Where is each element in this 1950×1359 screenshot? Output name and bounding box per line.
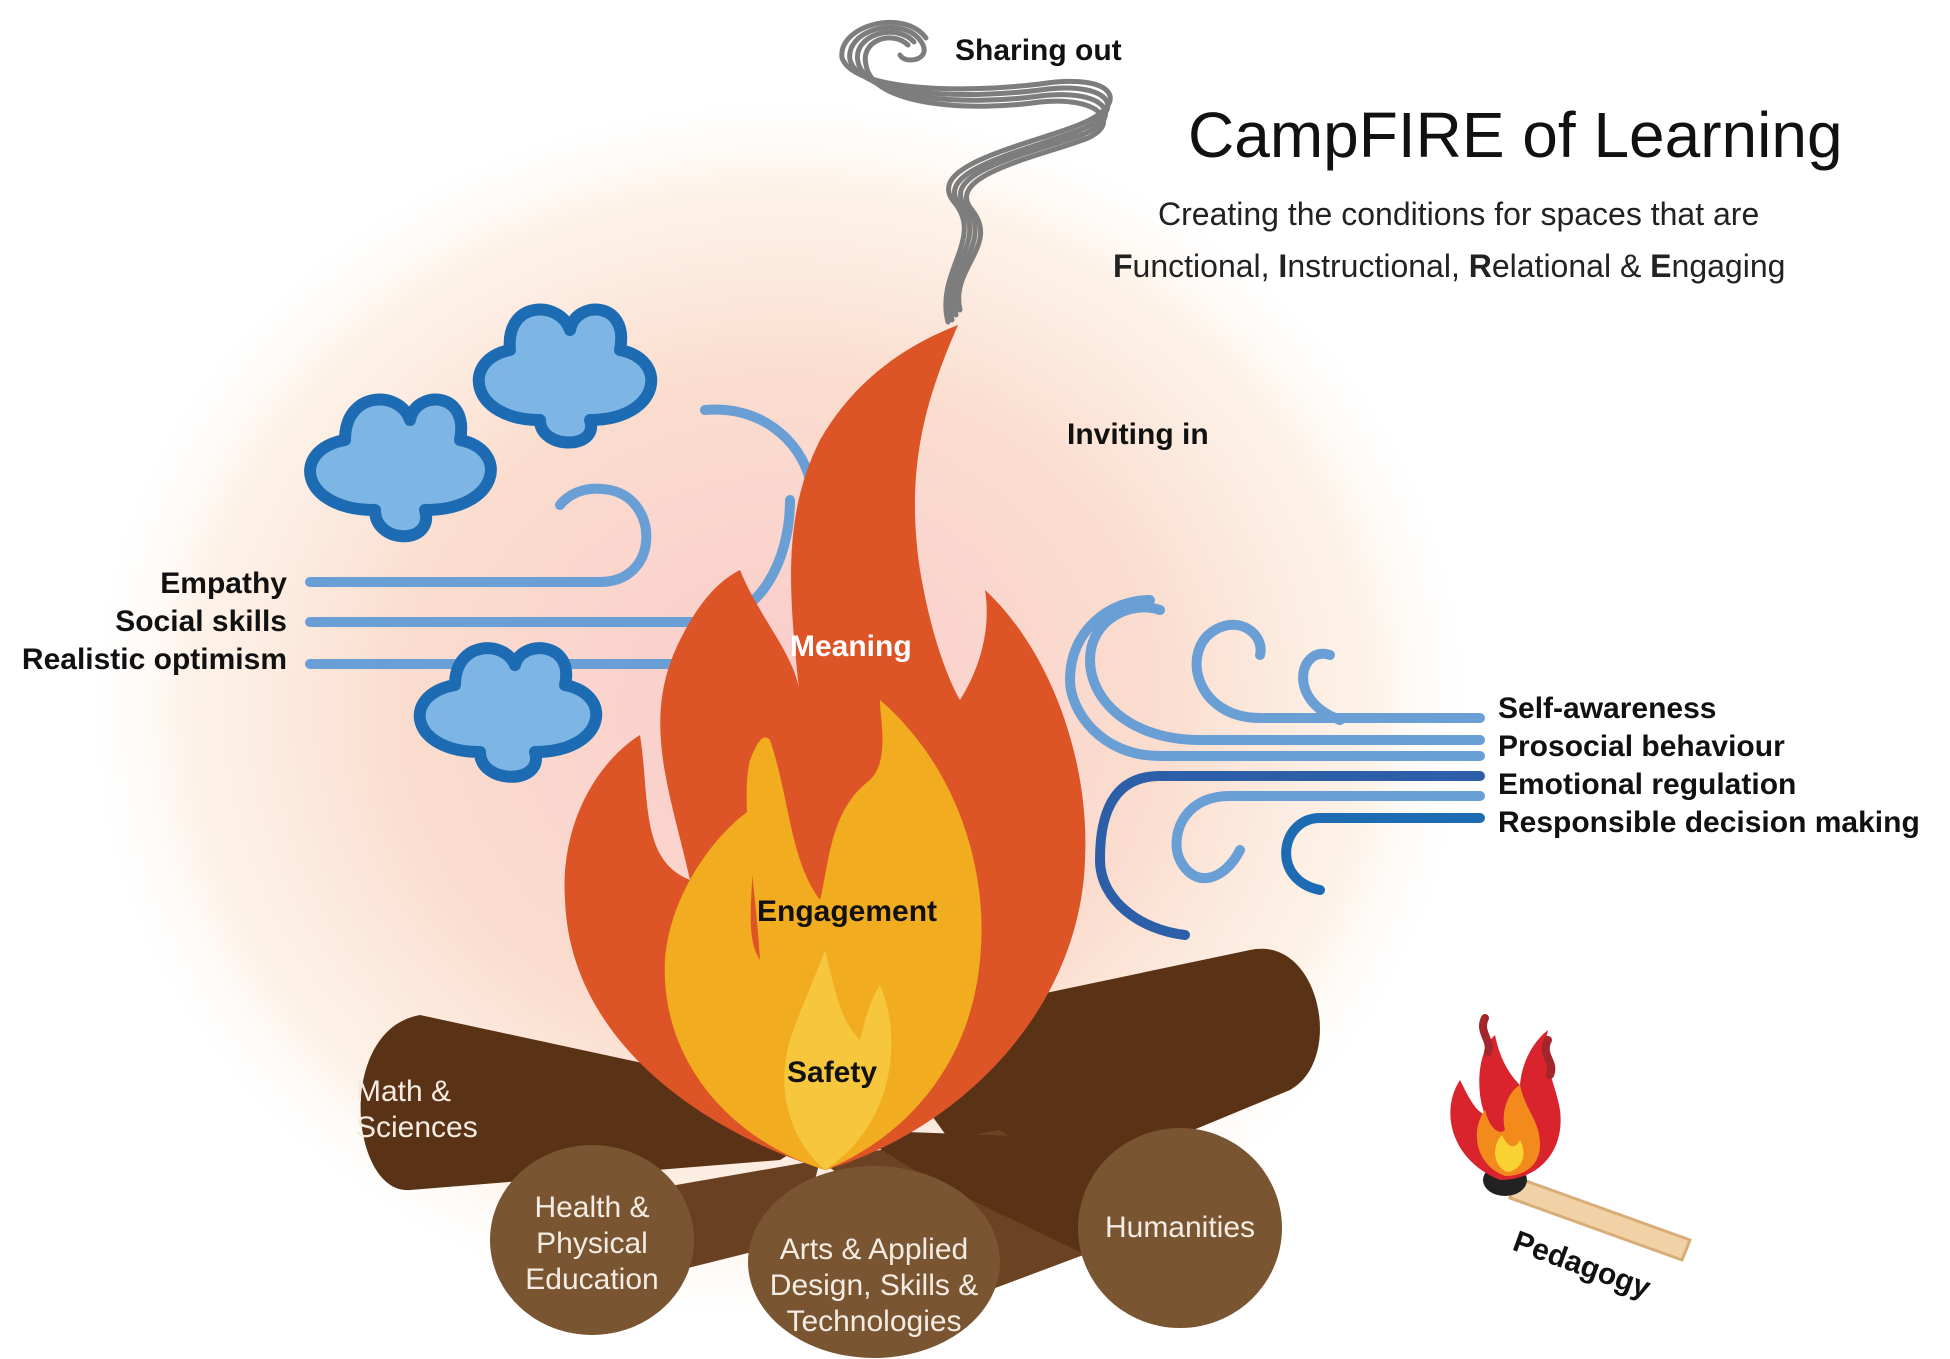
smoke-swirl [839, 20, 1113, 325]
fire-letter-e: E [1650, 248, 1672, 284]
log-left [360, 1015, 860, 1191]
match-spark [1479, 1014, 1493, 1056]
fire-word-instructional: nstructional, [1287, 248, 1469, 284]
flame-label-engagement: Engagement [757, 895, 938, 928]
right-wind-label-emotional-regulation: Emotional regulation [1498, 768, 1797, 801]
smoke-label: Sharing out [955, 34, 1122, 67]
flame [564, 325, 1086, 1170]
flame-label-meaning: Meaning [790, 630, 912, 663]
match-icon [1450, 1014, 1692, 1262]
log-end-arts [748, 1166, 1000, 1358]
log-label-humanities: Humanities [1104, 1211, 1256, 1244]
cloud-icon [472, 303, 658, 449]
log-label-math: Math & Sciences [356, 1075, 478, 1144]
logs [360, 948, 1320, 1358]
fire-word-functional: unctional, [1132, 248, 1279, 284]
fire-letter-f: F [1113, 248, 1133, 284]
log-end-humanities [1078, 1128, 1282, 1328]
fire-letter-i: I [1278, 248, 1288, 284]
right-wind-label-self-awareness: Self-awareness [1498, 692, 1717, 725]
log-label-arts: Arts & Applied Design, Skills & Technolo… [769, 1233, 979, 1338]
match-spark [1541, 1036, 1556, 1079]
right-wind-label-decision-making: Responsible decision making [1498, 806, 1920, 839]
cloud-icon [413, 642, 603, 783]
match-flame-inner [1495, 1135, 1524, 1172]
subtitle-line-1: Creating the conditions for spaces that … [1158, 196, 1760, 232]
right-wind-label-prosocial: Prosocial behaviour [1498, 730, 1785, 763]
left-wind-label-empathy: Empathy [160, 567, 287, 600]
cloud-icon [304, 393, 497, 543]
log-end-health [490, 1145, 694, 1335]
flame-inner [784, 950, 892, 1170]
log-label-health: Health & Physical Education [525, 1191, 659, 1296]
page-title: CampFIRE of Learning [1188, 99, 1843, 171]
flame-label-safety: Safety [787, 1056, 878, 1089]
subtitle-line-2: Functional, Instructional, Relational & … [1113, 248, 1785, 285]
right-wind [1064, 595, 1485, 940]
fire-letter-r: R [1468, 248, 1492, 284]
left-wind-label-realistic-optimism: Realistic optimism [21, 643, 287, 676]
fire-word-engaging: ngaging [1671, 248, 1786, 284]
inviting-label: Inviting in [1067, 418, 1209, 451]
fire-word-relational: elational & [1491, 248, 1651, 284]
left-wind-label-social-skills: Social skills [115, 605, 287, 638]
match-flame-middle [1476, 1085, 1540, 1176]
flame-middle [664, 700, 982, 1170]
